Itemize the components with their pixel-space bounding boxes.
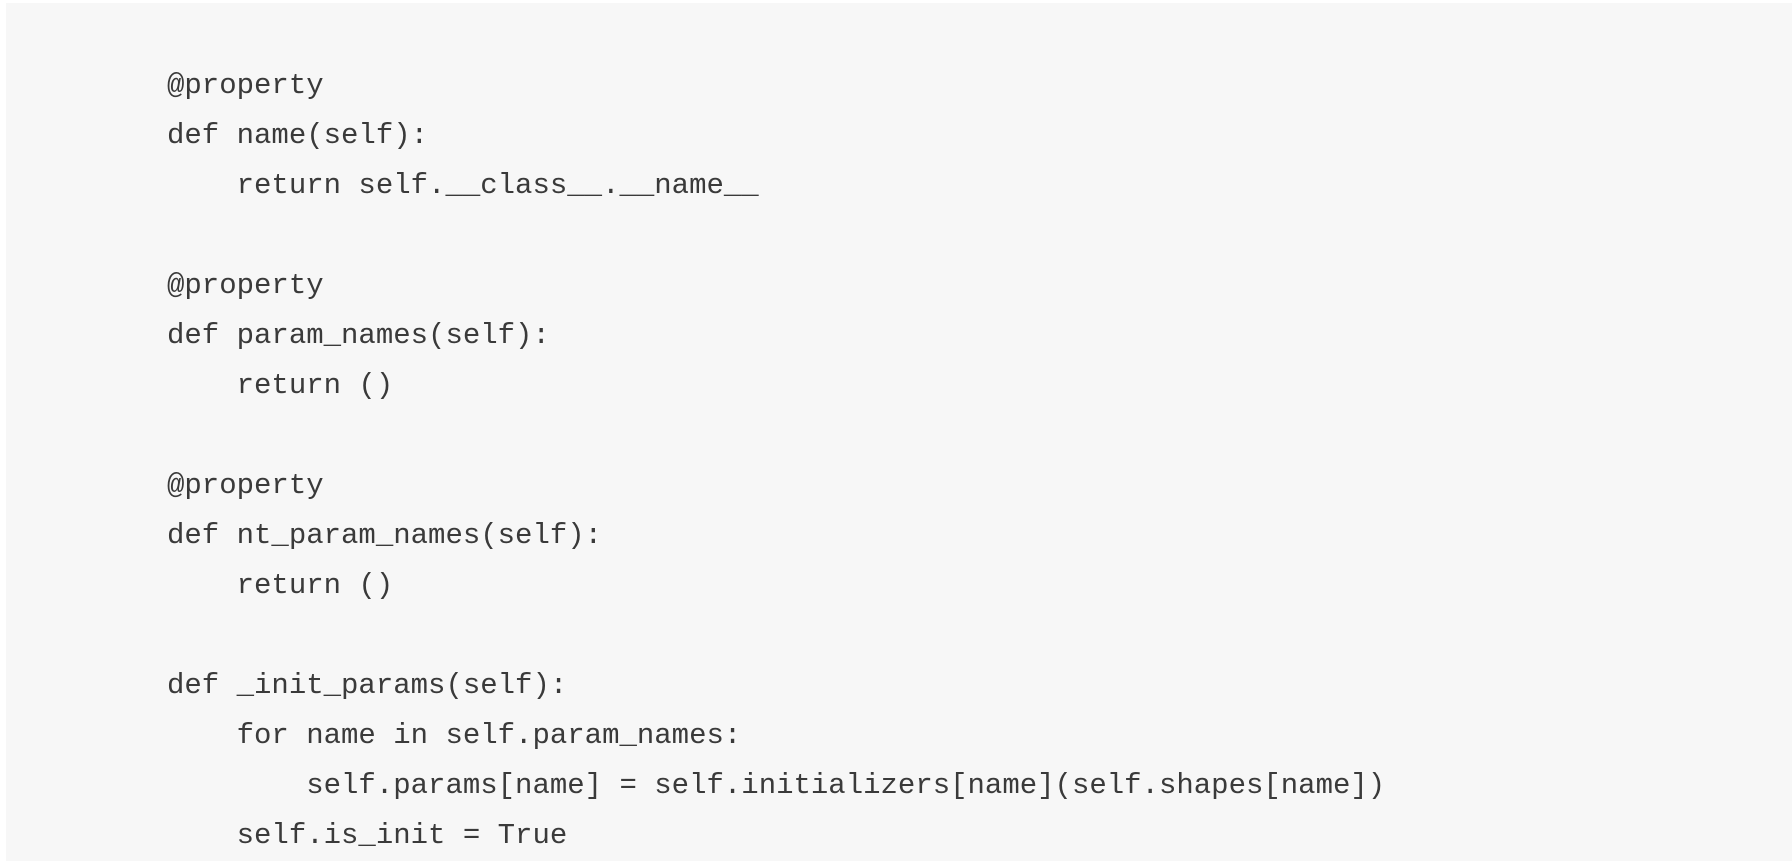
code-line: def name(self): [167,119,429,152]
code-line: for name in self.param_names: [167,719,742,752]
code-panel: @property def name(self): return self.__… [6,3,1792,861]
code-line: @property [167,469,324,502]
code-line: def nt_param_names(self): [167,519,603,552]
code-line [167,411,1385,461]
code-line: def param_names(self): [167,319,550,352]
code-line: @property [167,69,324,102]
code-line: def _init_params(self): [167,669,568,702]
code-line [167,211,1385,261]
code-line: return () [167,569,394,602]
code-line: return () [167,369,394,402]
code-line: self.params[name] = self.initializers[na… [167,769,1386,802]
code-line [167,611,1385,661]
code-line: @property [167,269,324,302]
code-line: self.is_init = True [167,819,568,852]
code-block: @property def name(self): return self.__… [167,61,1385,861]
code-line: return self.__class__.__name__ [167,169,759,202]
